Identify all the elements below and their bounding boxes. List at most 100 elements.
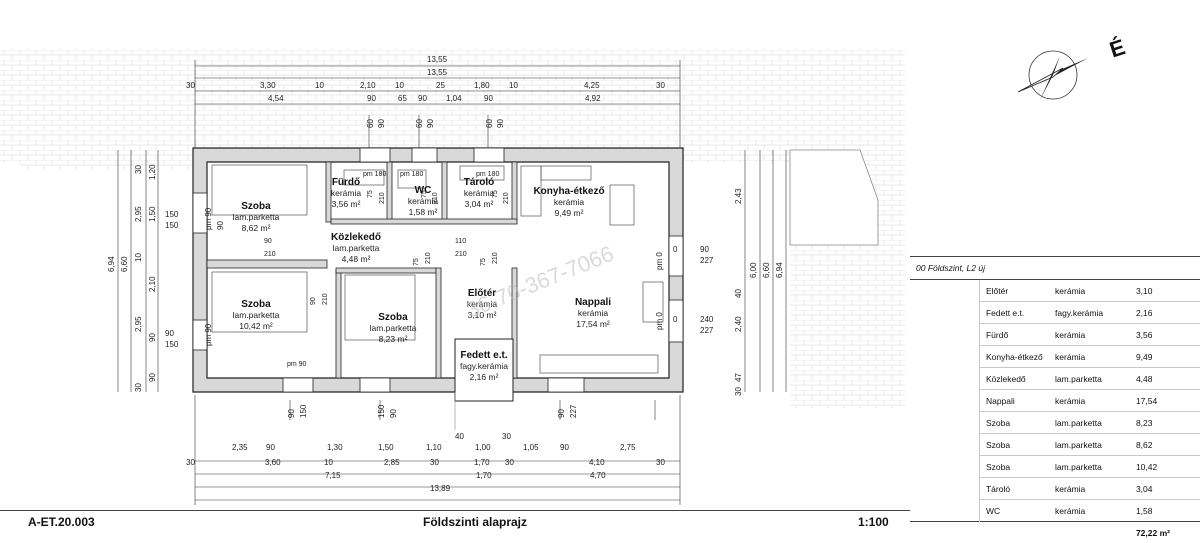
room-material: kerámia xyxy=(408,196,439,206)
room-name: Nappali xyxy=(575,297,611,308)
sheet-scale: 1:100 xyxy=(858,515,889,529)
dim-label: 30 xyxy=(186,81,195,90)
table-cell-name: Fedett e.t. xyxy=(978,301,1050,324)
dim-label: 10 xyxy=(134,253,143,262)
dim-label: 47 xyxy=(734,373,743,382)
table-cell-name: Előtér xyxy=(978,279,1050,302)
paving-area xyxy=(0,48,905,408)
dim-label: 90 xyxy=(484,94,493,103)
dim-label: 227 xyxy=(700,326,714,335)
table-cell-material: kerámia xyxy=(1049,389,1130,412)
table-cell-material: lam.parketta xyxy=(1049,455,1130,478)
room-szoba-3: Szoba lam.parketta 8,23 m² xyxy=(370,312,417,344)
table-spacer-cell xyxy=(910,478,979,500)
table-spacer-cell xyxy=(910,412,979,434)
room-tarolo: Tároló kerámia 3,04 m² xyxy=(464,177,495,209)
room-wc: WC kerámia 1,58 m² xyxy=(408,185,439,217)
room-name: Fedett e.t. xyxy=(460,350,507,361)
table-cell-area: 3,10 xyxy=(1129,279,1200,302)
dim-label: 1,50 xyxy=(148,206,157,222)
dim-label: 4,25 xyxy=(584,81,600,90)
dim-label: 75 xyxy=(492,190,499,198)
dim-label: 90 xyxy=(287,409,296,418)
room-material: lam.parketta xyxy=(233,212,280,222)
dim-label: 240 xyxy=(700,315,714,324)
dim-label: 2,85 xyxy=(384,458,400,467)
dim-label: 90 xyxy=(389,409,398,418)
dim-label: 210 xyxy=(455,251,467,258)
dim-label: 2,95 xyxy=(134,316,143,332)
dim-label: 60 xyxy=(366,119,375,128)
dim-label: 210 xyxy=(264,251,276,258)
dim-label: 90 xyxy=(700,245,709,254)
north-arrow: É xyxy=(1017,34,1128,100)
dim-label: 1,50 xyxy=(378,443,394,452)
dim-label: 4,92 xyxy=(585,94,601,103)
table-cell-name: Fürdő xyxy=(978,323,1050,346)
table-cell-area: 9,49 xyxy=(1129,345,1200,368)
dim-label: 0 xyxy=(673,315,678,324)
dim-label: 90 xyxy=(496,119,505,128)
room-area: 8,23 m² xyxy=(379,334,408,344)
table-title-row: 00 Földszint, L2 új xyxy=(910,256,1200,280)
room-nappali: Nappali kerámia 17,54 m² xyxy=(575,297,611,329)
dim-label: 30 xyxy=(734,387,743,396)
dim-label: 1,10 xyxy=(426,443,442,452)
dim-label: 6,94 xyxy=(107,256,116,272)
table-cell-name: WC xyxy=(978,499,1050,522)
dim-label: 2,75 xyxy=(620,443,636,452)
top-dimensions: 13,55 13,55 30 3,30 10 2,10 10 25 1,80 1… xyxy=(186,55,665,128)
dim-label: 30 xyxy=(656,458,665,467)
dim-label: 60 xyxy=(485,119,494,128)
dim-label: 90 xyxy=(377,119,386,128)
dim-label: 75 xyxy=(413,258,420,266)
dim-label: 10 xyxy=(315,81,324,90)
table-cell-area: 4,48 xyxy=(1129,367,1200,390)
table-cell-area: 2,16 xyxy=(1129,301,1200,324)
dim-label: 2,95 xyxy=(134,206,143,222)
table-total-row: 72,22 m² xyxy=(910,521,1200,543)
dim-label: 150 xyxy=(165,221,179,230)
dim-label: 1,30 xyxy=(327,443,343,452)
dim-label: 3,60 xyxy=(265,458,281,467)
dim-label: 110 xyxy=(455,238,466,245)
dim-label: 90 xyxy=(418,94,427,103)
table-spacer-cell xyxy=(910,324,979,346)
dim-label: 210 xyxy=(432,192,439,204)
room-konyha: Konyha-étkező kerámia 9,49 m² xyxy=(533,186,604,218)
table-cell-name: Szoba xyxy=(978,433,1050,456)
dim-label: 13,89 xyxy=(430,484,451,493)
dim-label: 210 xyxy=(492,252,499,264)
dim-label: 75 xyxy=(367,190,374,198)
dim-label: 65 xyxy=(398,94,407,103)
dim-label: 13,55 xyxy=(427,68,448,77)
table-cell-area: 3,04 xyxy=(1129,477,1200,500)
dim-label: 3,30 xyxy=(260,81,276,90)
dim-label: 90 xyxy=(560,443,569,452)
room-name: Tároló xyxy=(464,177,495,188)
table-cell-name: Közlekedő xyxy=(978,367,1050,390)
dim-label: 210 xyxy=(379,192,386,204)
dim-label: 2,40 xyxy=(734,316,743,332)
table-cell-material: kerámia xyxy=(1049,323,1130,346)
room-name: Konyha-étkező xyxy=(533,186,604,197)
dim-label: 30 xyxy=(505,458,514,467)
table-cell-material: kerámia xyxy=(1049,345,1130,368)
dim-label: 0 xyxy=(673,245,678,254)
dim-label: 2,43 xyxy=(734,188,743,204)
dim-label: 7,15 xyxy=(325,471,341,480)
dim-label: 150 xyxy=(299,404,308,418)
dim-label: pm 180 xyxy=(400,171,423,178)
room-kozlekedo: Közlekedő lam.parketta 4,48 m² xyxy=(331,232,381,264)
table-title: 00 Földszint, L2 új xyxy=(910,256,1200,280)
dim-label: 30 xyxy=(134,165,143,174)
table-cell-name: Szoba xyxy=(978,411,1050,434)
dim-label: 150 xyxy=(377,404,386,418)
